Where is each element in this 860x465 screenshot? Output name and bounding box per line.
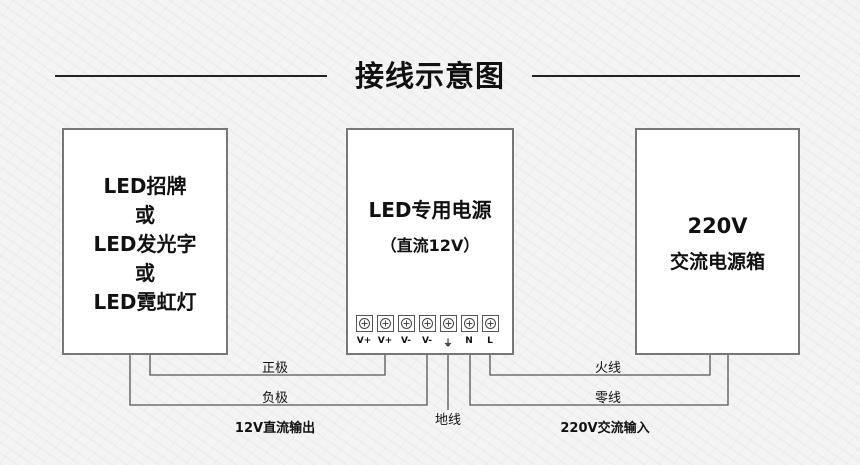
terminal-label: V- [400,336,412,346]
terminal-screw-icon [440,315,457,332]
led-sign-line-1: LED招牌 [103,174,187,198]
led-sign-line-4: 或 [135,261,155,285]
led-sign-box: LED招牌 或 LED发光字 或 LED霓虹灯 [62,128,228,355]
terminal-label: V+ [377,336,393,346]
title-bar: 接线示意图 [0,54,860,98]
wire-neutral [469,334,729,406]
terminal-label: L [487,336,493,346]
title-rule-left [55,75,327,77]
wire-label-positive: 正极 [261,361,288,376]
ac-box-label: 交流电源箱 [669,251,765,273]
terminal-screw-icon [419,315,436,332]
wire-label-live: 火线 [594,361,621,376]
ac-power-box: 220V 交流电源箱 [635,128,800,355]
terminal-screw-icon [377,315,394,332]
ac-voltage: 220V [687,214,748,238]
ground-terminal-label: ⏚ [443,339,453,349]
terminal-label: N [465,336,473,346]
diagram-title: 接线示意图 [354,59,505,93]
terminal-label: V+ [356,336,372,346]
power-supply-title: LED专用电源 [368,198,492,222]
terminal-screw-icon [398,315,415,332]
led-sign-line-5: LED霓虹灯 [93,290,197,314]
wire-label-negative: 负极 [261,391,288,406]
terminal-screw-icon [356,315,373,332]
wire-negative [129,334,428,406]
wire-label-ground: 地线 [434,413,461,428]
dc-output-caption: 12V直流输出 [234,421,316,436]
led-sign-line-3: LED发光字 [93,232,197,256]
power-supply-subtitle: （直流12V） [380,236,480,255]
wire-label-neutral: 零线 [594,391,621,406]
terminal-label: V- [421,336,433,346]
terminal-screw-icon [482,315,499,332]
terminal-screw-icon [461,315,478,332]
ac-input-caption: 220V交流输入 [560,421,650,436]
title-rule-right [532,75,800,77]
led-sign-line-2: 或 [135,203,155,227]
